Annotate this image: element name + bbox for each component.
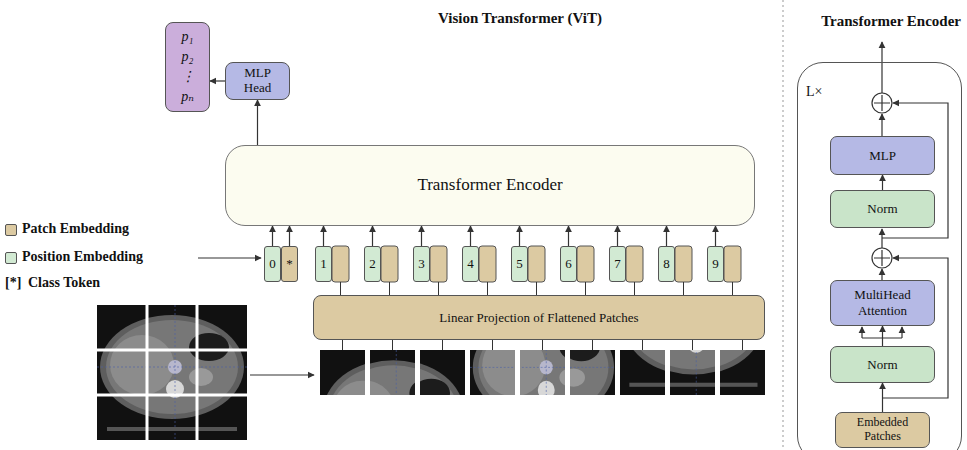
patch-embedding <box>332 246 349 282</box>
flow-arrow <box>617 226 618 246</box>
output-probabilities: p₁ p₂ ⋮ pₙ <box>165 22 210 112</box>
flow-arrow <box>272 226 273 246</box>
legend-symbol: [*] <box>5 275 21 292</box>
adder-symbol <box>872 93 892 113</box>
patch-embedding <box>528 246 545 282</box>
split-arrow <box>250 374 314 375</box>
position-embedding: 0 <box>264 246 281 282</box>
box-label: Norm <box>867 357 897 373</box>
patch-embedding <box>724 246 741 282</box>
box-label: MLP <box>869 148 896 164</box>
patch-embedding <box>430 246 447 282</box>
position-embedding: 2 <box>364 246 381 282</box>
projection-box: Linear Projection of Flattened Patches <box>313 295 765 340</box>
class-token: * <box>281 246 298 282</box>
adder-symbol <box>874 250 890 266</box>
box-label: 7 <box>614 256 621 272</box>
flow-arrow <box>882 175 883 190</box>
position-embedding: 4 <box>462 246 479 282</box>
position-embedding: 8 <box>658 246 675 282</box>
patch-embedding-tokens <box>332 246 741 282</box>
flow-arrow <box>257 100 258 145</box>
legend-swatch <box>5 224 17 236</box>
position-embedding: 5 <box>511 246 528 282</box>
position-embedding: 3 <box>413 246 430 282</box>
flow-arrow <box>882 383 883 412</box>
adder-symbol <box>874 95 890 111</box>
box-label: 3 <box>418 256 425 272</box>
box-label: 8 <box>663 256 670 272</box>
flow-arrow <box>666 226 667 246</box>
box-label: p₁ p₂ ⋮ pₙ <box>178 27 198 107</box>
flow-arrow <box>715 226 716 246</box>
flow-arrow <box>323 226 324 246</box>
legend-pointer <box>198 257 261 258</box>
encoder-block-panel: Transformer EncoderMLPNormMultiHead Atte… <box>797 62 962 450</box>
separator-line <box>783 0 784 450</box>
position-embedding: 9 <box>707 246 724 282</box>
box-label: 1 <box>320 256 327 272</box>
box-label: 9 <box>712 256 719 272</box>
box-label: MLP Head <box>236 66 279 96</box>
repeat-label: L× <box>806 84 822 101</box>
flow-arrow <box>210 80 225 81</box>
box-label: Norm <box>867 201 897 217</box>
box-label: Linear Projection of Flattened Patches <box>439 310 638 326</box>
flow-arrow <box>519 226 520 246</box>
mlp-head-box: MLP Head <box>225 62 290 100</box>
flow-arrow <box>372 226 373 246</box>
patch-embedding <box>479 246 496 282</box>
box-label: 6 <box>565 256 572 272</box>
qkv-arrow <box>861 327 862 338</box>
patch-embedding <box>675 246 692 282</box>
box-label: 4 <box>467 256 474 272</box>
box-label: 0 <box>269 256 276 272</box>
attention-box: MultiHead Attention <box>830 280 935 326</box>
norm-box: Norm <box>830 190 935 228</box>
flow-arrow <box>881 269 882 280</box>
encoder-box: Transformer Encoder <box>225 145 755 226</box>
box-label: MultiHead Attention <box>835 287 930 318</box>
mlp-box: MLP <box>830 136 935 175</box>
legend-label: Patch Embedding <box>22 221 129 238</box>
box-label: * <box>286 256 293 272</box>
flow-arrow <box>568 226 569 246</box>
output-arrow <box>881 42 882 93</box>
patch-embedding <box>626 246 643 282</box>
legend-label: Position Embedding <box>22 249 143 266</box>
flow-arrow <box>421 226 422 246</box>
position-embedding: 6 <box>560 246 577 282</box>
flow-arrow <box>289 226 290 246</box>
qkv-arrow <box>901 327 902 338</box>
patch-embedding <box>381 246 398 282</box>
legend-label: Class Token <box>28 275 100 292</box>
embedded-patches-box: Embedded Patches <box>835 412 930 448</box>
flow-arrow <box>882 326 883 346</box>
box-label: Transformer Encoder <box>417 175 562 195</box>
panel-heading: Transformer Encoder <box>821 12 961 30</box>
diagram-title: Vision Transformer (ViT) <box>410 9 630 27</box>
flow-arrow <box>881 114 882 136</box>
norm-box: Norm <box>830 346 935 383</box>
flow-arrow <box>470 226 471 246</box>
box-label: Embedded Patches <box>840 416 925 444</box>
patch-grid-lines <box>97 305 247 440</box>
position-embedding: 7 <box>609 246 626 282</box>
image-patch <box>326 350 467 450</box>
adder-symbol <box>872 248 892 268</box>
position-embedding: 1 <box>315 246 332 282</box>
legend-swatch <box>5 252 17 264</box>
box-label: 5 <box>516 256 523 272</box>
box-label: 2 <box>369 256 376 272</box>
ct-scan-image <box>97 305 247 440</box>
patch-embedding <box>577 246 594 282</box>
